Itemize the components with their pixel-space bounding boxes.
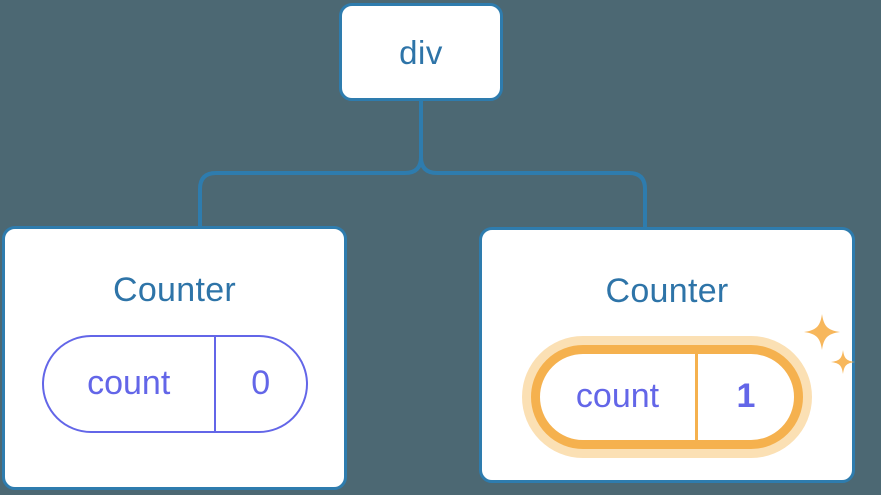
- state-pill-wrapper-right: count 1: [522, 314, 855, 458]
- state-pill-right-key: count: [540, 354, 698, 440]
- state-pill-left-value: 0: [251, 364, 271, 402]
- sparkle-large-icon: [804, 314, 840, 350]
- node-root-div[interactable]: div: [339, 3, 503, 101]
- node-counter-left-label: Counter: [112, 271, 237, 309]
- state-pill-right-value: 1: [736, 377, 756, 415]
- sparkle-small-icon: [831, 350, 855, 374]
- state-pill-wrapper-left: count 0: [41, 335, 308, 433]
- node-counter-right-label: Counter: [605, 272, 729, 310]
- state-pill-right-glow: count 1: [522, 336, 812, 458]
- state-pill-left[interactable]: count 0: [41, 335, 308, 433]
- node-counter-right[interactable]: Counter count 1: [479, 227, 855, 483]
- state-pill-right[interactable]: count 1: [531, 345, 803, 449]
- state-pill-left-key: count: [44, 337, 216, 431]
- node-counter-left[interactable]: Counter count 0: [2, 226, 347, 490]
- node-root-label: div: [399, 33, 443, 71]
- connector-branch-left: [198, 156, 423, 226]
- connector-branch-right: [419, 156, 647, 227]
